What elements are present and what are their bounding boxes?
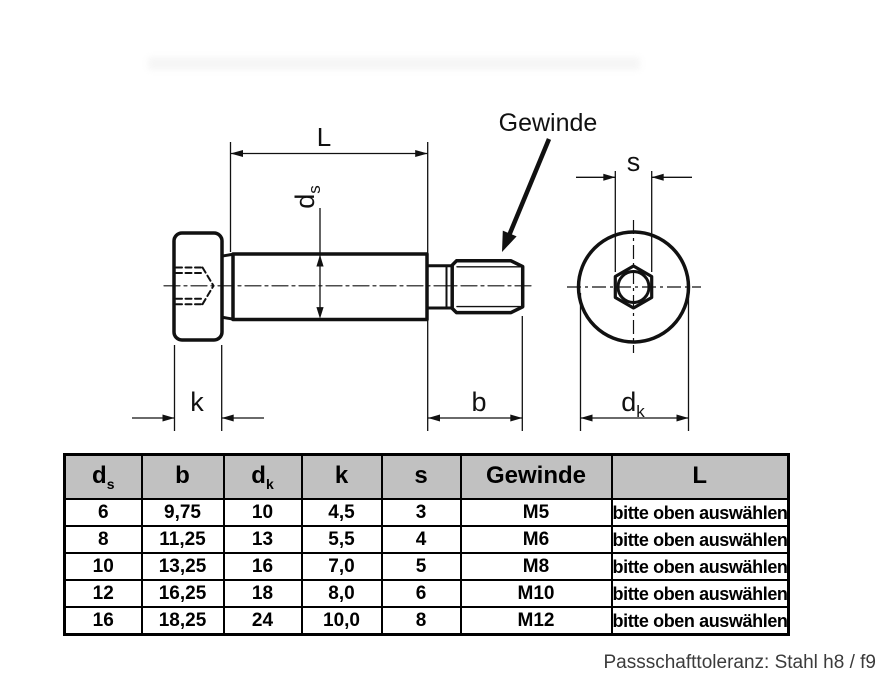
table-cell: 16,25	[140, 579, 225, 608]
table-cell: 13	[222, 525, 303, 554]
table-cell: 18,25	[140, 606, 225, 636]
col-header-k: k	[300, 453, 383, 500]
table-cell: 12	[63, 579, 143, 608]
label-L: L	[317, 122, 331, 152]
table-cell: 16	[222, 552, 303, 581]
col-header-dk: dk	[222, 453, 303, 500]
table-cell: M6	[459, 525, 613, 554]
label-s: s	[627, 147, 641, 177]
table-row: 6 9,75 10 4,5 3 M5 bitte oben auswählen	[63, 498, 790, 527]
table-cell: 10	[63, 552, 143, 581]
shoulder-shaft	[231, 252, 429, 322]
table-cell: 13,25	[140, 552, 225, 581]
label-dk: dk	[621, 387, 645, 421]
faint-watermark	[148, 57, 640, 70]
table-cell: bitte oben auswählen	[610, 525, 790, 554]
table-cell: M8	[459, 552, 613, 581]
table-cell: 5	[380, 552, 462, 581]
dim-s	[576, 171, 692, 272]
table-cell: 9,75	[140, 498, 225, 527]
table-cell: 24	[222, 606, 303, 636]
tolerance-note: Passschafttoleranz: Stahl h8 / f9	[603, 652, 877, 673]
table-cell: bitte oben auswählen	[610, 606, 790, 636]
table-row: 8 11,25 13 5,5 4 M6 bitte oben auswählen	[63, 525, 790, 554]
table-cell: 6	[380, 579, 462, 608]
table-cell: 10,0	[300, 606, 383, 636]
thread-neck	[427, 264, 454, 310]
label-b: b	[471, 387, 486, 417]
table-cell: 18	[222, 579, 303, 608]
label-ds: ds	[290, 185, 324, 209]
dim-b	[428, 316, 523, 431]
dim-k	[132, 345, 264, 431]
dim-dk	[579, 293, 690, 431]
table-row: 12 16,25 18 8,0 6 M10 bitte oben auswähl…	[63, 579, 790, 608]
table-cell: bitte oben auswählen	[610, 552, 790, 581]
label-gewinde: Gewinde	[499, 109, 598, 137]
col-header-b: b	[140, 453, 225, 500]
table-cell: 7,0	[300, 552, 383, 581]
table-cell: 10	[222, 498, 303, 527]
table-cell: 3	[380, 498, 462, 527]
table-row: 10 13,25 16 7,0 5 M8 bitte oben auswähle…	[63, 552, 790, 581]
col-header-gewinde: Gewinde	[459, 453, 613, 500]
table-cell: M5	[459, 498, 613, 527]
col-header-L: L	[610, 453, 790, 500]
dim-L	[229, 142, 429, 431]
dim-ds	[316, 208, 324, 319]
table-cell: 4	[380, 525, 462, 554]
table-cell: 8	[380, 606, 462, 636]
table-cell: 11,25	[140, 525, 225, 554]
table-cell: 16	[63, 606, 143, 636]
table-cell: 4,5	[300, 498, 383, 527]
table-cell: 6	[63, 498, 143, 527]
screw-head	[172, 231, 224, 342]
table-cell: M10	[459, 579, 613, 608]
table-row: 16 18,25 24 10,0 8 M12 bitte oben auswäh…	[63, 606, 790, 636]
label-k: k	[190, 387, 204, 417]
table-cell: 5,5	[300, 525, 383, 554]
table-cell: M12	[459, 606, 613, 636]
table-cell: 8,0	[300, 579, 383, 608]
table-cell: bitte oben auswählen	[610, 498, 790, 527]
table-cell: 8	[63, 525, 143, 554]
col-header-s: s	[380, 453, 462, 500]
table-cell: bitte oben auswählen	[610, 579, 790, 608]
gewinde-arrow	[502, 138, 552, 252]
thread-section	[450, 259, 525, 315]
table-header-row: ds b dk k s Gewinde L	[63, 453, 790, 500]
col-header-ds: ds	[63, 453, 143, 500]
hex-socket-hidden-lines	[175, 266, 215, 306]
dimensions-table: ds b dk k s Gewinde L 6 9,75 10 4,5 3 M5…	[63, 453, 790, 636]
